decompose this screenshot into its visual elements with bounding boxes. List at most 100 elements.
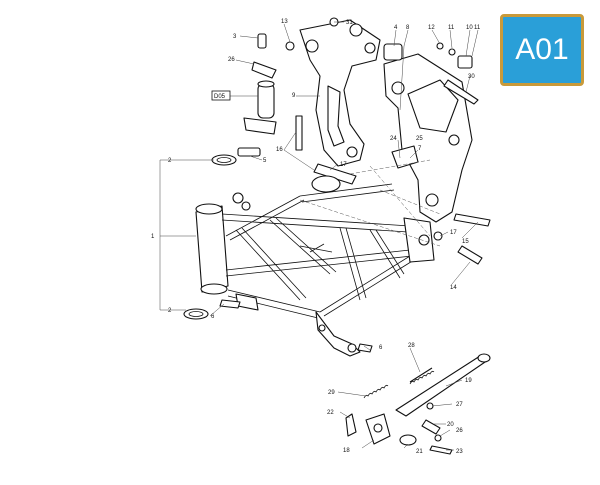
left-plate-cutout — [327, 85, 345, 147]
right-plate-hole-1 — [391, 81, 405, 95]
pin-22 — [345, 413, 357, 437]
callout-23: 23 — [456, 449, 463, 455]
leader-lines — [159, 21, 479, 451]
callout-16: 16 — [276, 147, 283, 153]
mount-link — [311, 175, 341, 193]
upper-brace — [225, 195, 305, 241]
callout-6-left: 6 — [211, 314, 215, 320]
bolt-17 — [313, 163, 357, 185]
callout-22: 22 — [327, 410, 334, 416]
right-plate-hole-3 — [448, 134, 460, 146]
callout-13: 13 — [281, 19, 288, 25]
callout-10: 10 — [466, 25, 473, 31]
callout-28: 28 — [408, 343, 415, 349]
callout-20: 20 — [447, 422, 454, 428]
bracket-26 — [251, 61, 277, 79]
nut-17b — [433, 231, 443, 241]
headstock-tube — [195, 205, 229, 293]
frame-boss-1 — [232, 192, 244, 204]
callout-14: 14 — [450, 285, 457, 291]
callout-19: 19 — [465, 378, 472, 384]
code-label-box — [211, 90, 231, 101]
upper-bearing — [211, 154, 237, 166]
main-frame — [195, 183, 435, 357]
spring-29 — [363, 384, 389, 399]
mount-hardware — [219, 79, 491, 353]
spring-28-coils — [409, 370, 435, 385]
headstock-bottom-ring — [200, 283, 228, 295]
frame-plate — [299, 243, 333, 253]
cross-brace-3 — [339, 227, 367, 301]
callout-30: 30 — [468, 74, 475, 80]
right-plate-web — [407, 79, 459, 133]
cross-brace-2 — [269, 217, 337, 275]
right-side-plate — [383, 42, 473, 223]
left-side-plate — [285, 17, 381, 167]
side-stand-assembly — [345, 353, 491, 455]
callout-26-upper: 26 — [228, 57, 235, 63]
bolt-14 — [457, 245, 483, 265]
callout-8: 8 — [406, 25, 410, 31]
callout-2-lower: 2 — [168, 308, 172, 314]
lower-bearing — [183, 308, 209, 320]
callout-31: 31 — [346, 20, 353, 26]
steering-bearings — [183, 154, 237, 320]
frame-boss-2 — [241, 201, 251, 211]
left-plate-hole-2 — [349, 23, 363, 37]
nut-11 — [448, 48, 456, 56]
lower-mount-hole — [347, 343, 357, 353]
callout-12: 12 — [428, 25, 435, 31]
callout-15: 15 — [462, 239, 469, 245]
callout-18: 18 — [343, 448, 350, 454]
bolt-30 — [443, 79, 479, 105]
callout-24: 24 — [390, 136, 397, 142]
left-plate-hole-4 — [346, 146, 358, 158]
upper-rail — [221, 213, 411, 233]
bolt-6b — [357, 343, 373, 353]
callout-29: 29 — [328, 390, 335, 396]
sensor-body — [257, 83, 275, 119]
washer-21 — [399, 434, 417, 446]
callout-27: 27 — [456, 402, 463, 408]
rear-lower-rail — [319, 255, 415, 317]
block-10 — [457, 55, 473, 69]
callout-11-left: 11 — [448, 25, 455, 31]
diagram-id-badge: A01 — [500, 14, 584, 86]
callout-1: 1 — [151, 234, 155, 240]
callout-21: 21 — [416, 449, 423, 455]
callout-2-upper: 2 — [168, 158, 172, 164]
headstock-top-ring — [195, 203, 223, 215]
cross-brace-4 — [369, 229, 405, 279]
steering-sensor-group — [237, 33, 277, 157]
callout-3: 3 — [233, 34, 237, 40]
callout-17-upper: 17 — [340, 162, 347, 168]
callout-numbers: 1 2 2 3 4 5 6 6 7 8 9 10 11 11 12 13 14 … — [151, 19, 481, 455]
spring-28 — [409, 367, 433, 383]
bolt-16 — [295, 115, 303, 151]
lower-rail — [225, 249, 413, 277]
callout-25: 25 — [416, 136, 423, 142]
callout-5: 5 — [263, 158, 267, 164]
bolt-23 — [429, 445, 453, 455]
bolt-26b — [434, 434, 442, 442]
bolt-20 — [421, 419, 441, 435]
lower-mount-hole-2 — [318, 324, 326, 332]
bolt-13 — [285, 41, 295, 51]
callout-11-right: 11 — [474, 25, 481, 31]
cross-brace-1 — [235, 227, 307, 301]
code-label: D05 — [214, 94, 226, 100]
callout-7: 7 — [418, 146, 422, 152]
left-plate-hole-1 — [305, 39, 319, 53]
side-stand-19 — [395, 355, 489, 417]
top-rail — [299, 183, 395, 203]
bolt-3 — [257, 33, 267, 49]
left-plate-hole-3 — [364, 42, 376, 54]
callout-26-lower: 26 — [456, 428, 463, 434]
bolt-15 — [453, 213, 491, 227]
bushing-4 — [383, 43, 403, 61]
callout-9: 9 — [292, 93, 296, 99]
callout-6-right: 6 — [379, 345, 383, 351]
bolt-6a — [219, 299, 241, 309]
